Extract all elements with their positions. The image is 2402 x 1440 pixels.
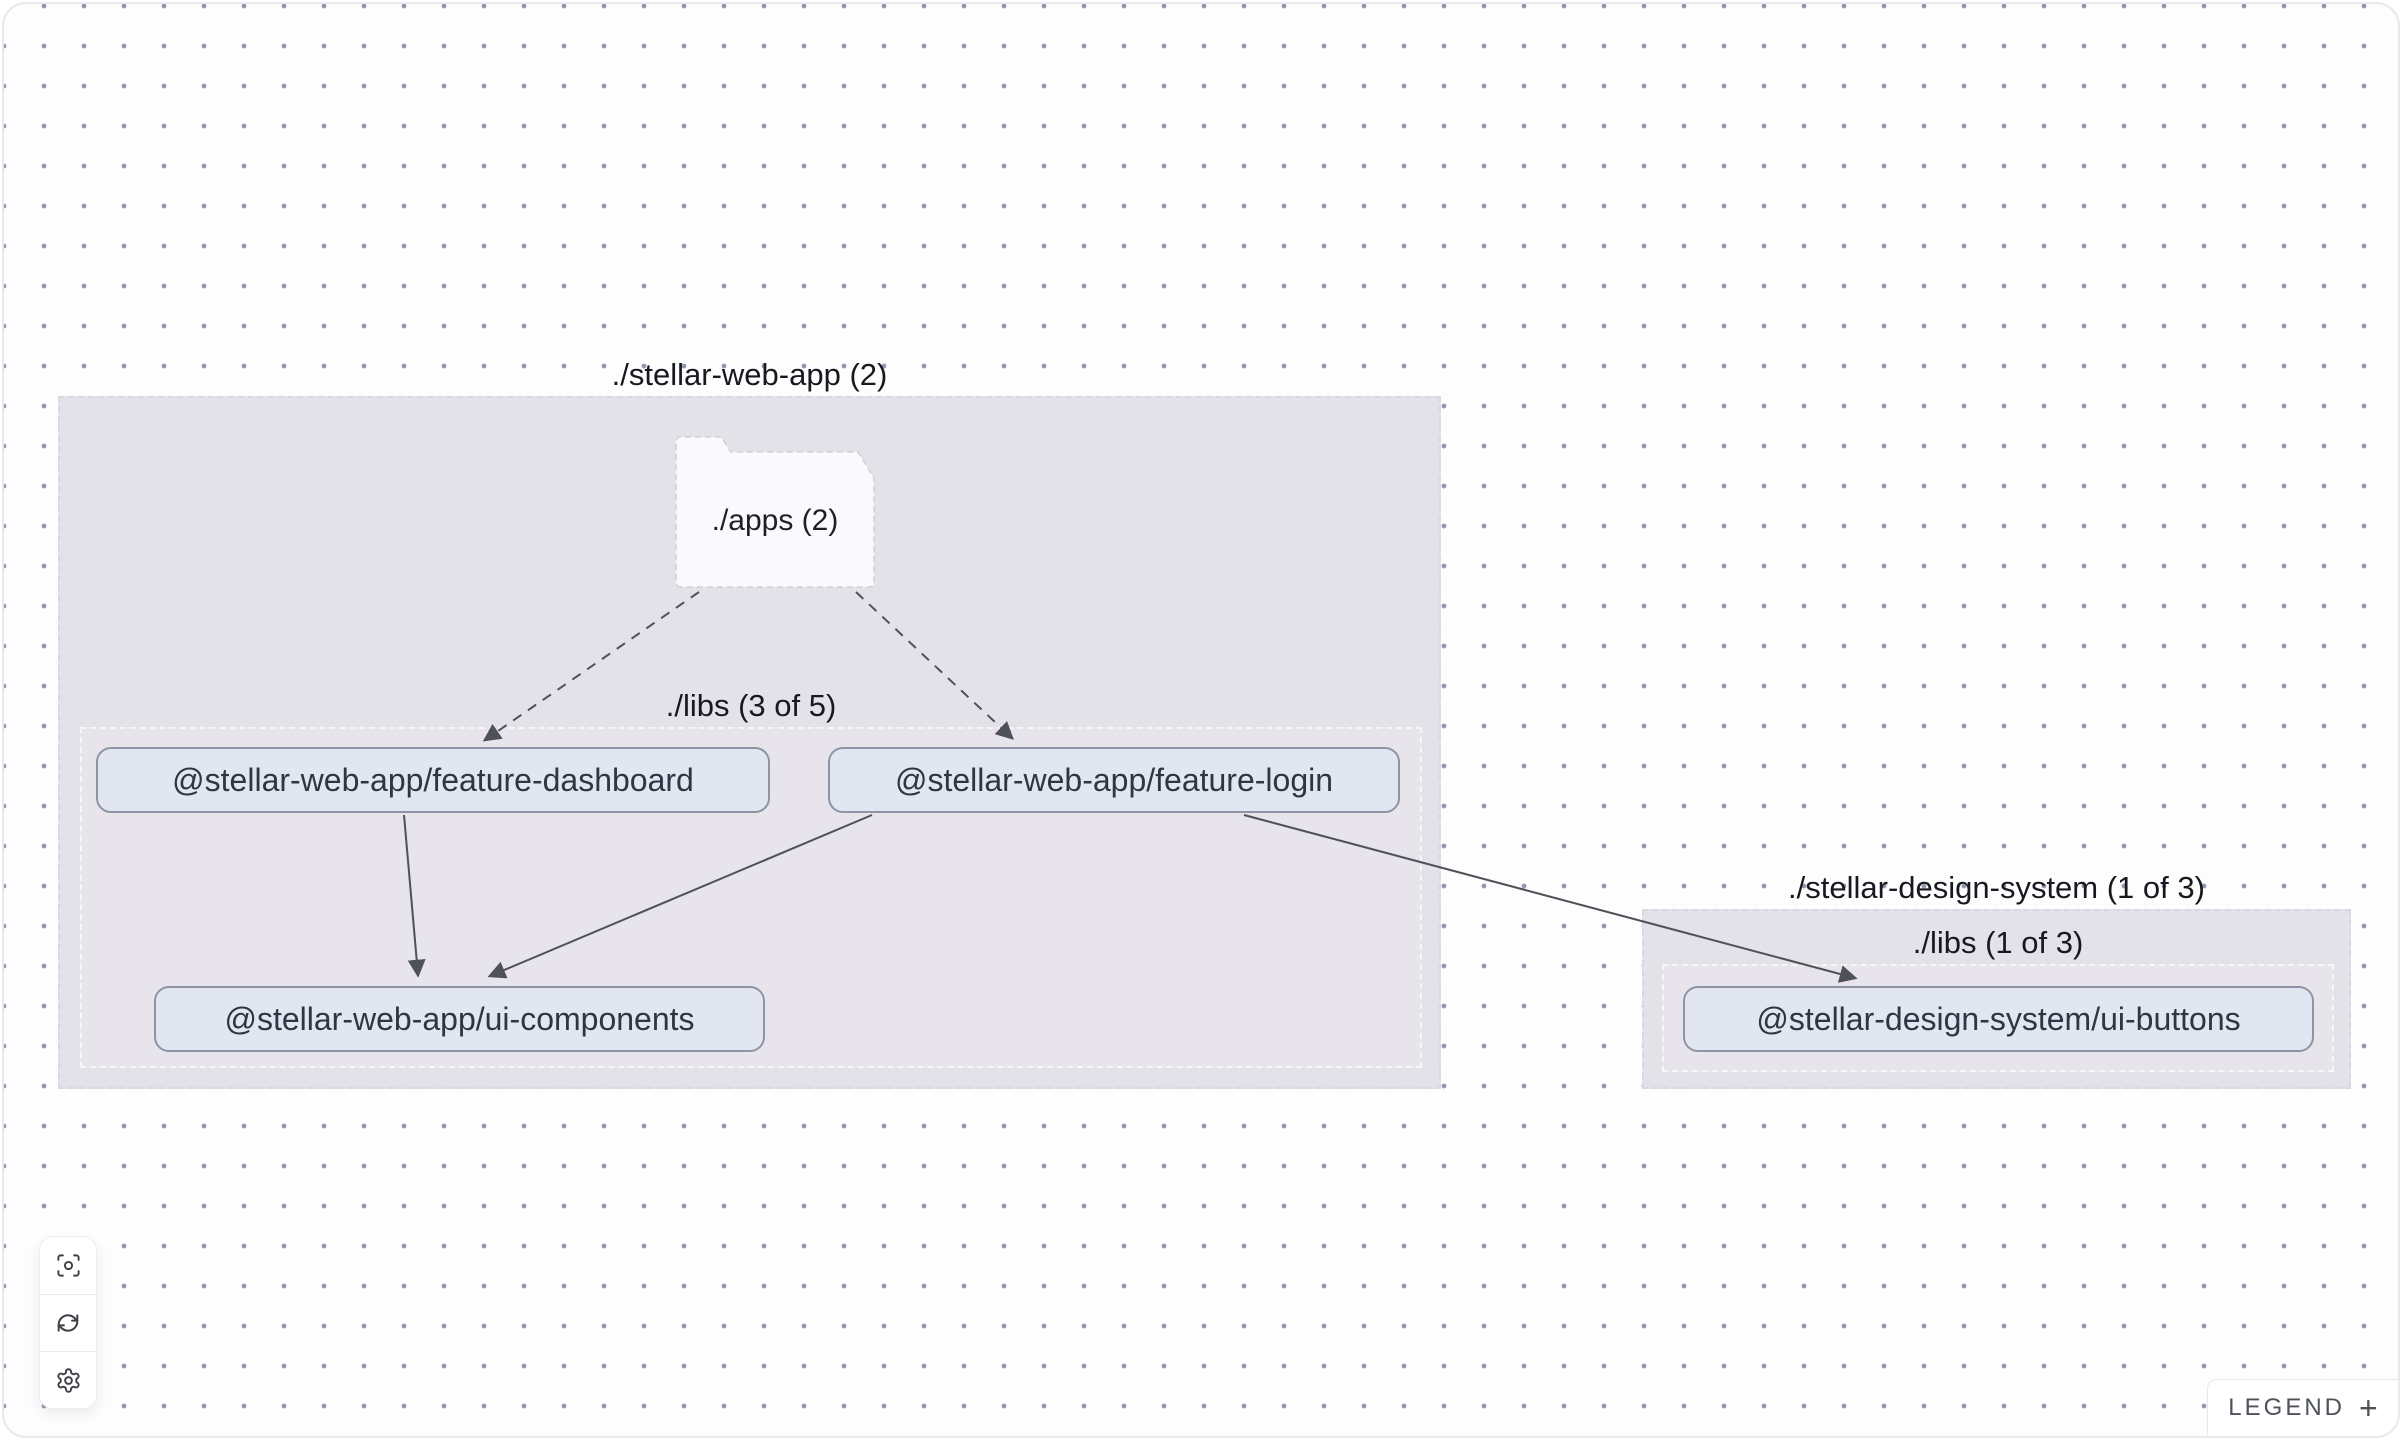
legend-toggle[interactable]: LEGEND + [2207, 1379, 2398, 1436]
focus-icon [56, 1254, 80, 1277]
refresh-icon [57, 1314, 79, 1332]
center-view-button[interactable] [40, 1237, 96, 1294]
folder-label: ./apps (2) [711, 503, 839, 537]
refresh-button[interactable] [40, 1294, 96, 1351]
node-feature-login[interactable]: @stellar-web-app/feature-login [828, 747, 1400, 813]
node-ui-components[interactable]: @stellar-web-app/ui-components [154, 986, 765, 1052]
graph-toolbar [39, 1236, 97, 1409]
legend-expand-plus-icon: + [2359, 1390, 2378, 1426]
settings-button[interactable] [40, 1351, 96, 1408]
group-label-stellar-design-system: ./stellar-design-system (1 of 3) [1788, 870, 2205, 905]
legend-label: LEGEND [2228, 1394, 2345, 1421]
node-ui-buttons[interactable]: @stellar-design-system/ui-buttons [1683, 986, 2314, 1052]
folder-node-apps[interactable]: ./apps (2) [675, 436, 875, 589]
group-label-stellar-web-app: ./stellar-web-app (2) [611, 357, 888, 392]
settings-gear-icon [56, 1367, 80, 1393]
group-label-web-app-libs: ./libs (3 of 5) [665, 688, 837, 723]
folder-icon [675, 436, 875, 588]
node-feature-dashboard[interactable]: @stellar-web-app/feature-dashboard [96, 747, 770, 813]
group-label-design-system-libs: ./libs (1 of 3) [1912, 925, 2084, 960]
